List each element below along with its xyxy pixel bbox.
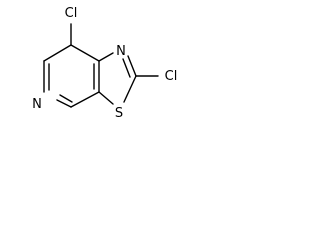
atom-n-thiazole: N — [116, 44, 126, 59]
atom-cl-top: Cl — [65, 6, 78, 21]
bond-c4-c3a — [70, 44, 100, 62]
bond-c3a-n — [98, 52, 114, 62]
bond-c5-c4 — [43, 44, 72, 62]
chemical-structure: Cl N N S Cl — [32, 6, 178, 121]
bond-s-c7a — [98, 91, 114, 105]
atom-n-pyridine: N — [32, 97, 42, 112]
atom-s-thiazole: S — [115, 106, 123, 121]
bond-c7-n1 — [56, 99, 72, 108]
bond-c7-n1-double — [59, 94, 73, 103]
bond-c7a-c7 — [70, 91, 100, 108]
molecule-canvas: Cl N N S Cl — [0, 0, 190, 134]
bond-n-c2-double — [122, 58, 131, 78]
bond-c2-s — [123, 75, 137, 103]
bond-n-c2 — [127, 55, 137, 77]
atom-cl-right: Cl — [165, 69, 178, 84]
